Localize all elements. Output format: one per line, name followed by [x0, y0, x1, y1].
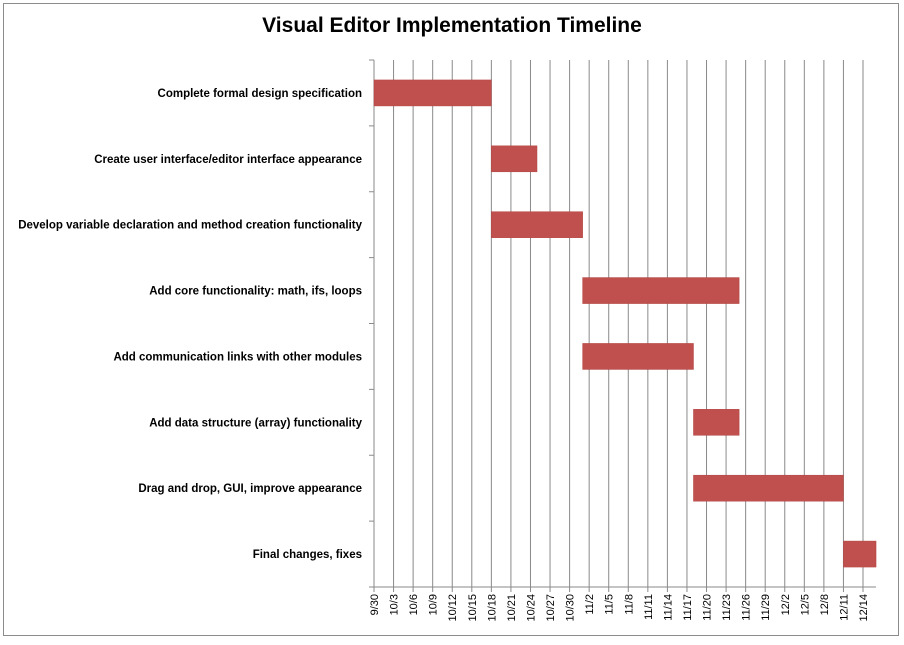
x-tick-label: 10/24 — [525, 594, 537, 622]
task-bar — [582, 277, 740, 304]
task-bar — [491, 211, 583, 238]
task-bar — [373, 79, 492, 107]
x-tick-label: 12/8 — [819, 594, 831, 615]
x-tick-label: 11/8 — [623, 594, 635, 615]
task-bar — [491, 145, 538, 173]
x-tick-label: 10/18 — [486, 594, 498, 622]
x-tick-label: 12/11 — [838, 594, 850, 621]
x-tick-label: 11/14 — [662, 594, 674, 621]
x-tick-label: 11/5 — [604, 594, 616, 615]
task-bar — [693, 474, 844, 502]
x-tick-label: 10/15 — [467, 594, 479, 622]
x-tick-label: 12/2 — [780, 594, 792, 615]
x-tick-label: 11/17 — [682, 594, 694, 621]
task-label: Add data structure (array) functionality — [149, 417, 362, 429]
x-tick-label: 11/23 — [721, 594, 733, 621]
x-tick-label: 11/11 — [643, 594, 655, 620]
chart-frame — [3, 3, 899, 636]
task-bar — [693, 409, 740, 436]
task-bar — [843, 540, 877, 568]
x-tick-label: 10/3 — [389, 594, 401, 615]
task-label: Create user interface/editor interface a… — [94, 154, 362, 166]
x-tick-label: 10/12 — [447, 594, 459, 622]
x-tick-label: 9/30 — [369, 594, 381, 615]
x-tick-label: 10/30 — [565, 594, 577, 622]
task-label: Add core functionality: math, ifs, loops — [149, 286, 362, 298]
task-label: Final changes, fixes — [253, 549, 362, 561]
task-label: Complete formal design specification — [158, 88, 362, 100]
x-tick-label: 11/29 — [760, 594, 772, 621]
x-tick-label: 11/26 — [741, 594, 753, 621]
task-label: Develop variable declaration and method … — [18, 220, 362, 232]
task-label: Add communication links with other modul… — [113, 351, 362, 363]
x-tick-label: 10/6 — [408, 594, 420, 615]
x-tick-label: 12/14 — [858, 594, 870, 622]
x-tick-label: 11/2 — [584, 594, 596, 615]
x-tick-label: 10/21 — [506, 594, 518, 622]
x-tick-label: 12/5 — [799, 594, 811, 615]
task-bar — [582, 343, 694, 370]
chart-title: Visual Editor Implementation Timeline — [262, 14, 642, 37]
x-tick-label: 11/20 — [702, 594, 714, 621]
task-label: Drag and drop, GUI, improve appearance — [138, 483, 362, 495]
x-tick-label: 10/9 — [428, 594, 440, 615]
x-tick-label: 10/27 — [545, 594, 557, 622]
